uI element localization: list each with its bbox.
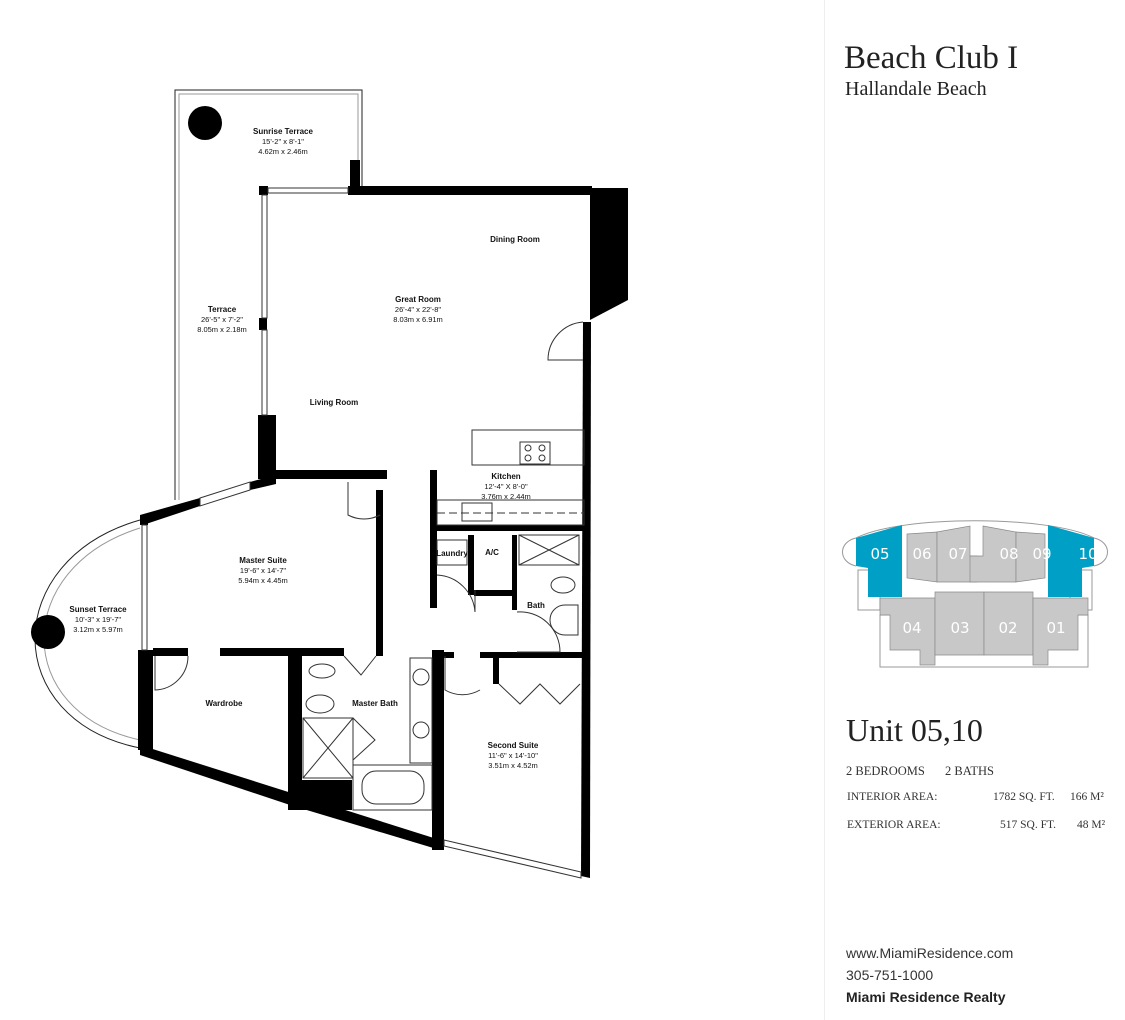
room-label-bath: Bath [527, 601, 545, 610]
room-dim: 8.03m x 6.91m [393, 315, 443, 324]
toilet-icon [305, 694, 335, 714]
room-label-ac: A/C [485, 548, 499, 557]
room-dim: 15'-2" x 8'-1" [262, 137, 304, 146]
sink-icon [412, 721, 430, 739]
room-label-living: Living Room [310, 398, 358, 407]
baths: 2 BATHS [945, 764, 994, 778]
room-label-master-bath: Master Bath [352, 699, 398, 708]
keyplan-unit-10 [1048, 525, 1094, 597]
keyplan-label: 02 [998, 619, 1017, 637]
keyplan-label: 04 [902, 619, 921, 637]
room-label-laundry: Laundry [436, 549, 468, 558]
phone-number: 305-751-1000 [846, 967, 934, 983]
room-label-dining: Dining Room [490, 235, 540, 244]
divider [824, 0, 825, 1020]
room-dim: 3.51m x 4.52m [488, 761, 538, 770]
door-icon [347, 482, 381, 520]
room-label-sunrise-terrace: Sunrise Terrace [253, 127, 313, 136]
toilet-icon [308, 663, 336, 679]
room-label-master-suite: Master Suite [239, 556, 287, 565]
stove-icon [519, 441, 551, 465]
room-dim: 10'-3" x 19'-7" [75, 615, 121, 624]
keyplan-label: 08 [999, 545, 1018, 563]
keyplan-label: 01 [1046, 619, 1065, 637]
toilet-icon [550, 576, 576, 594]
door-icon [444, 656, 481, 696]
keyplan-label: 06 [912, 545, 931, 563]
bedrooms: 2 BEDROOMS [846, 764, 925, 778]
room-label-second-suite: Second Suite [488, 741, 539, 750]
column-icon [31, 615, 65, 649]
room-dim: 3.76m x 2.44m [481, 492, 531, 501]
exterior-area-m2: 48 M² [1077, 819, 1106, 831]
room-dim: 19'-6" x 14'-7" [240, 566, 286, 575]
door-icon [547, 321, 584, 361]
keyplan-label: 10 [1078, 545, 1097, 563]
footer: www.MiamiResidence.com 305-751-1000 Miam… [846, 942, 1013, 1008]
room-dim: 26'-4" x 22'-8" [395, 305, 441, 314]
bathtub-icon [352, 764, 433, 811]
room-dim: 3.12m x 5.97m [73, 625, 123, 634]
keyplan-label: 03 [950, 619, 969, 637]
exterior-area-label: EXTERIOR AREA: [847, 819, 941, 831]
room-label-wardrobe: Wardrobe [205, 699, 243, 708]
website-link[interactable]: www.MiamiResidence.com [846, 945, 1014, 961]
sink-icon [461, 502, 493, 522]
room-dim: 12'-4" X 8'-0" [484, 482, 528, 491]
building-location: Hallandale Beach [845, 78, 987, 100]
interior-area-label: INTERIOR AREA: [847, 791, 938, 803]
terrace-outline [174, 89, 363, 500]
building-title: Beach Club I [844, 40, 1019, 76]
room-dim: 4.62m x 2.46m [258, 147, 308, 156]
interior-area-m2: 166 M² [1070, 791, 1104, 803]
keyplan-label: 05 [870, 545, 889, 563]
keyplan-label: 09 [1032, 545, 1051, 563]
exterior-area-sqft: 517 SQ. FT. [1000, 819, 1057, 831]
room-dim: 26'-5" x 7'-2" [201, 315, 243, 324]
floor-plan: Sunrise Terrace 15'-2" x 8'-1" 4.62m x 2… [31, 89, 628, 879]
room-dim: 11'-6" x 14'-10" [488, 751, 538, 760]
keyplan-label: 07 [948, 545, 967, 563]
room-label-sunset-terrace: Sunset Terrace [69, 605, 127, 614]
room-label-great-room: Great Room [395, 295, 441, 304]
interior-area-sqft: 1782 SQ. FT. [993, 791, 1055, 803]
sink-icon [412, 668, 430, 686]
room-label-terrace: Terrace [208, 305, 237, 314]
room-dim: 5.94m x 4.45m [238, 576, 288, 585]
company-name: Miami Residence Realty [846, 989, 1006, 1005]
unit-title: Unit 05,10 [846, 712, 983, 748]
door-icon [343, 655, 377, 676]
door-icon [154, 655, 189, 691]
room-label-kitchen: Kitchen [491, 472, 520, 481]
key-plan: 05 06 07 08 09 10 04 03 02 01 [842, 520, 1108, 668]
column-icon [188, 106, 222, 140]
room-dim: 8.05m x 2.18m [197, 325, 247, 334]
keyplan-unit-05 [856, 525, 902, 597]
